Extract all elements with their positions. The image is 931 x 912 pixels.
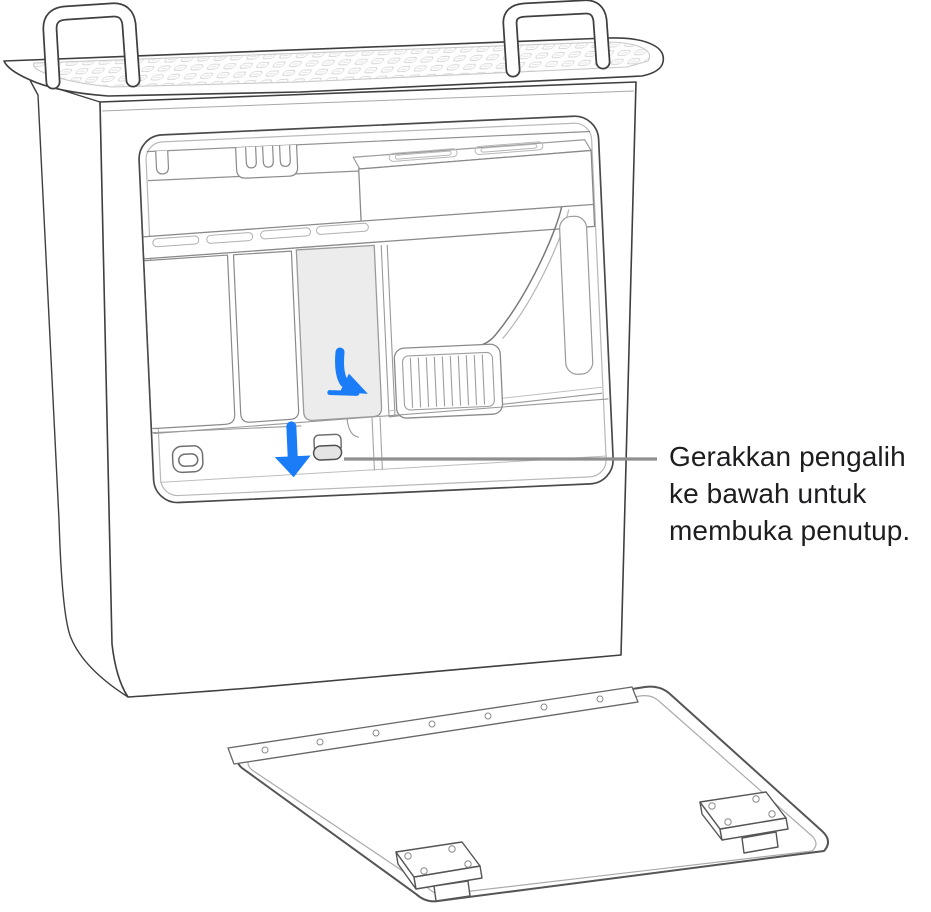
hinge-rail [227,686,639,765]
cover-outline [236,685,829,903]
down-arrow-icon [274,421,311,478]
vent-grille [401,351,495,411]
cover-latch-left [395,841,483,902]
top-cap [3,37,665,97]
right-side-panel [559,215,594,375]
callout-text: Gerakkan pengalih ke bawah untuk membuka… [669,441,911,546]
bent-arrow-icon [327,347,368,396]
left-handle [42,2,141,90]
side-cover [227,685,829,903]
cover-inner-line [247,695,817,895]
cover-latch-right [699,791,789,854]
bottom-rail [153,398,609,483]
shelf [141,203,596,260]
cap-lattice [33,41,651,88]
access-opening [138,115,615,504]
lock-latch [171,445,204,474]
release-switch [312,433,343,461]
right-handle [502,0,611,78]
cap-seam-line [101,90,635,112]
right-bay [380,206,603,419]
psu-tray [352,139,595,225]
rail-notch [155,150,170,175]
